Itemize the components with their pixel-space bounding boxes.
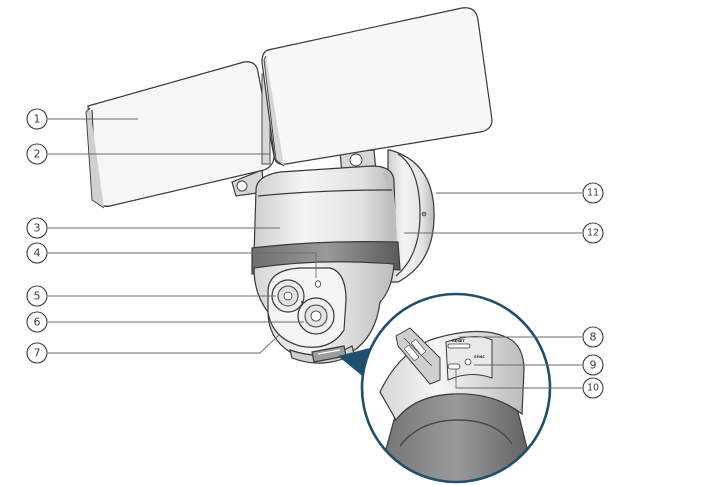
wall-mount-bracket <box>387 149 435 283</box>
callout-7: 7 <box>26 342 48 364</box>
zoom-inset: RESET SYNC <box>360 292 552 484</box>
svg-text:9: 9 <box>590 359 597 372</box>
callout-1: 1 <box>26 108 48 130</box>
light-sensor <box>314 280 321 288</box>
left-floodlight-panel <box>85 61 275 209</box>
right-floodlight-panel <box>261 7 493 167</box>
sync-button-label: SYNC <box>474 355 485 359</box>
svg-text:6: 6 <box>34 316 41 329</box>
usb-c-port <box>447 363 461 370</box>
callout-4: 4 <box>26 242 48 264</box>
svg-text:10: 10 <box>587 383 599 394</box>
svg-text:4: 4 <box>34 247 41 260</box>
sync-button <box>464 358 472 366</box>
callout-8: 8 <box>582 326 604 348</box>
camera-upper-body <box>253 165 397 255</box>
svg-text:3: 3 <box>34 222 41 235</box>
svg-text:5: 5 <box>34 290 41 303</box>
callout-6: 6 <box>26 311 48 333</box>
svg-text:8: 8 <box>590 331 597 344</box>
leader-lines <box>48 118 582 389</box>
svg-text:12: 12 <box>587 228 599 239</box>
callout-5: 5 <box>26 285 48 307</box>
svg-text:7: 7 <box>34 347 41 360</box>
reset-slot-label: RESET <box>452 339 465 343</box>
callout-11: 11 <box>582 182 604 204</box>
callout-9: 9 <box>582 354 604 376</box>
camera-illustration <box>85 7 493 364</box>
bracket-screw <box>421 211 427 217</box>
svg-text:11: 11 <box>587 188 599 199</box>
svg-text:1: 1 <box>34 113 41 126</box>
callout-2: 2 <box>26 143 48 165</box>
callout-12: 12 <box>582 222 604 244</box>
status-indicator <box>301 301 303 303</box>
callout-10: 10 <box>582 377 604 399</box>
callout-3: 3 <box>26 217 48 239</box>
reset-slot <box>447 343 471 349</box>
svg-text:2: 2 <box>34 148 41 161</box>
